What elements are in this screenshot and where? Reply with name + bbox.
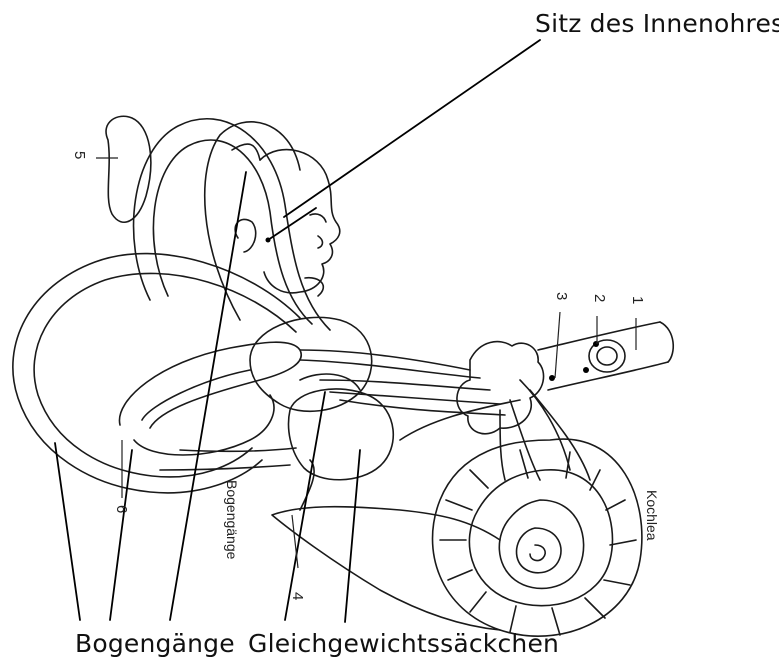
cochlear-nerve-fan — [500, 380, 590, 480]
leader-sitz-head — [268, 208, 316, 240]
cochlea-spiral — [433, 439, 642, 636]
label-bogengaenge-rotated: Bogengänge — [224, 480, 240, 559]
marker-4: 4 — [289, 592, 306, 600]
leader-sitz — [284, 40, 540, 217]
marker-5: 5 — [71, 151, 88, 159]
marker-6: 6 — [113, 505, 130, 513]
label-gleichgewichtssaeckchen: Gleichgewichtssäckchen — [248, 629, 559, 658]
leader-gleichgewicht-1 — [285, 392, 325, 620]
label-bogengaenge: Bogengänge — [75, 629, 235, 658]
leader-gleichgewicht-2 — [345, 450, 360, 622]
vestibular-nerve — [300, 350, 505, 415]
label-sitz-des-innenohres: Sitz des Innenohres — [535, 9, 779, 38]
marker-2: 2 — [591, 294, 608, 302]
marker-1: 1 — [629, 296, 646, 304]
marker-3: 3 — [553, 292, 570, 300]
saccule — [289, 389, 394, 480]
outer-semicircular-canal — [13, 254, 300, 493]
label-kochlea: Kochlea — [644, 490, 660, 541]
nerve-trunk — [538, 322, 668, 390]
leader-bogengaenge-1 — [55, 443, 80, 620]
head-sketch — [232, 144, 340, 296]
leader-bogengaenge-2 — [110, 450, 132, 620]
